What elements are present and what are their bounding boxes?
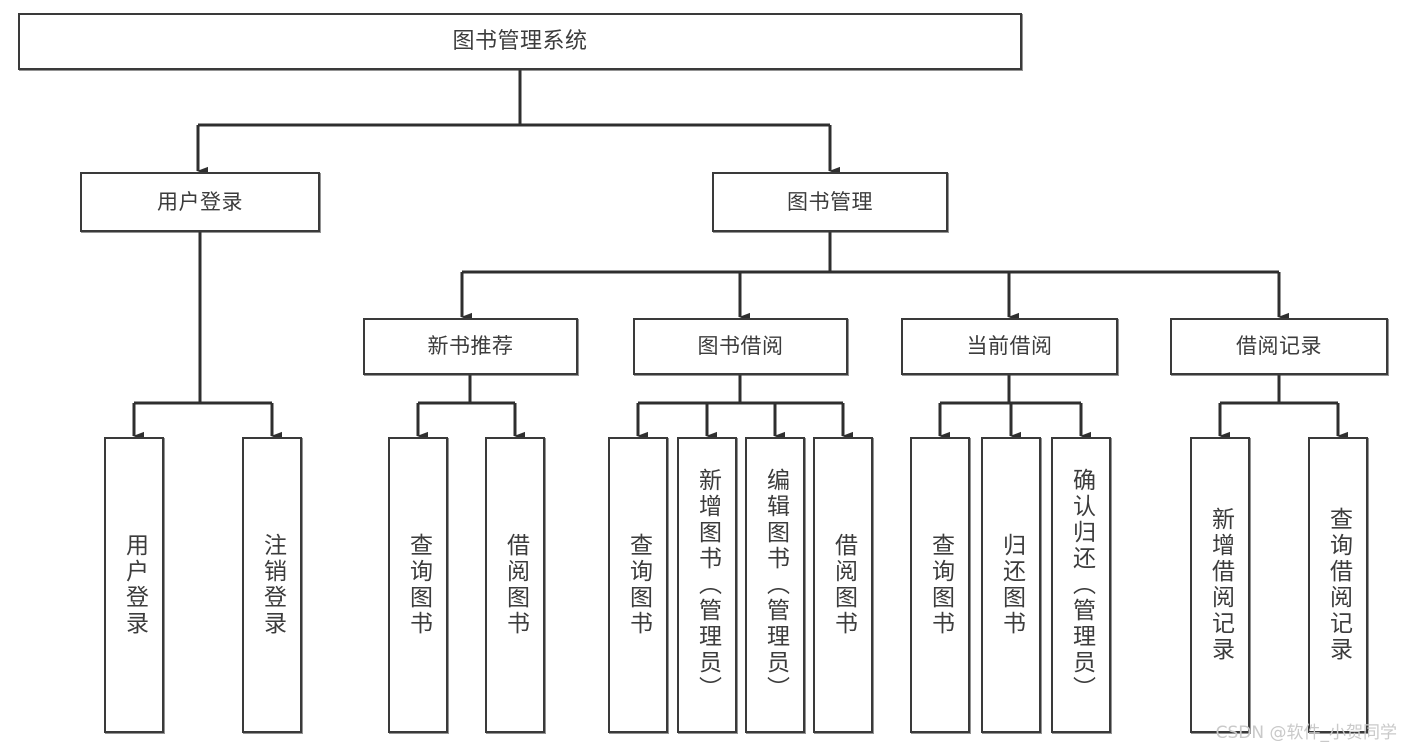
node-label: 当前借阅 [966, 334, 1053, 359]
connector-group [132, 70, 1348, 441]
node-label: 归还图书 [998, 533, 1025, 637]
node-label: 查询图书 [625, 533, 652, 637]
watermark-label: CSDN @软件_小贺同学 [1215, 723, 1397, 743]
node-label: 用户登录 [157, 189, 243, 214]
node-label: 借阅记录 [1236, 334, 1322, 359]
node-label: 新书推荐 [427, 334, 514, 359]
node-leaf-borrow-book-1[interactable]: 借阅图书 [485, 437, 545, 733]
node-label: 查询借阅记录 [1325, 507, 1352, 663]
node-leaf-query-book-3[interactable]: 查询图书 [910, 437, 970, 733]
node-borrow-record[interactable]: 借阅记录 [1170, 318, 1388, 375]
node-current-borrow[interactable]: 当前借阅 [901, 318, 1118, 375]
node-leaf-edit-book[interactable]: 编辑图书（管理员） [745, 437, 805, 733]
node-label: 查询图书 [927, 533, 954, 637]
node-new-book-rec[interactable]: 新书推荐 [363, 318, 578, 375]
node-leaf-user-login[interactable]: 用户登录 [104, 437, 164, 733]
node-label: 借阅图书 [830, 533, 857, 637]
node-label: 用户登录 [121, 533, 148, 637]
node-leaf-borrow-book-2[interactable]: 借阅图书 [813, 437, 873, 733]
node-book-manage[interactable]: 图书管理 [712, 172, 948, 232]
node-leaf-confirm-return[interactable]: 确认归还（管理员） [1051, 437, 1111, 733]
node-label: 查询图书 [405, 533, 432, 637]
node-label: 图书管理系统 [452, 28, 588, 54]
node-label: 借阅图书 [502, 533, 529, 637]
node-leaf-query-book-1[interactable]: 查询图书 [388, 437, 448, 733]
node-label: 图书管理 [787, 189, 873, 214]
node-leaf-add-book[interactable]: 新增图书（管理员） [677, 437, 737, 733]
node-root[interactable]: 图书管理系统 [18, 13, 1022, 70]
node-label: 新增图书（管理员） [694, 468, 721, 702]
node-leaf-user-logout[interactable]: 注销登录 [242, 437, 302, 733]
node-label: 新增借阅记录 [1207, 507, 1234, 663]
node-label: 编辑图书（管理员） [762, 468, 789, 702]
node-book-borrow[interactable]: 图书借阅 [633, 318, 848, 375]
node-user-login[interactable]: 用户登录 [80, 172, 320, 232]
node-label: 确认归还（管理员） [1068, 468, 1095, 702]
node-leaf-query-book-2[interactable]: 查询图书 [608, 437, 668, 733]
node-label: 图书借阅 [697, 334, 784, 359]
node-leaf-add-record[interactable]: 新增借阅记录 [1190, 437, 1250, 733]
node-leaf-query-record[interactable]: 查询借阅记录 [1308, 437, 1368, 733]
node-label: 注销登录 [259, 533, 286, 637]
node-leaf-return-book[interactable]: 归还图书 [981, 437, 1041, 733]
